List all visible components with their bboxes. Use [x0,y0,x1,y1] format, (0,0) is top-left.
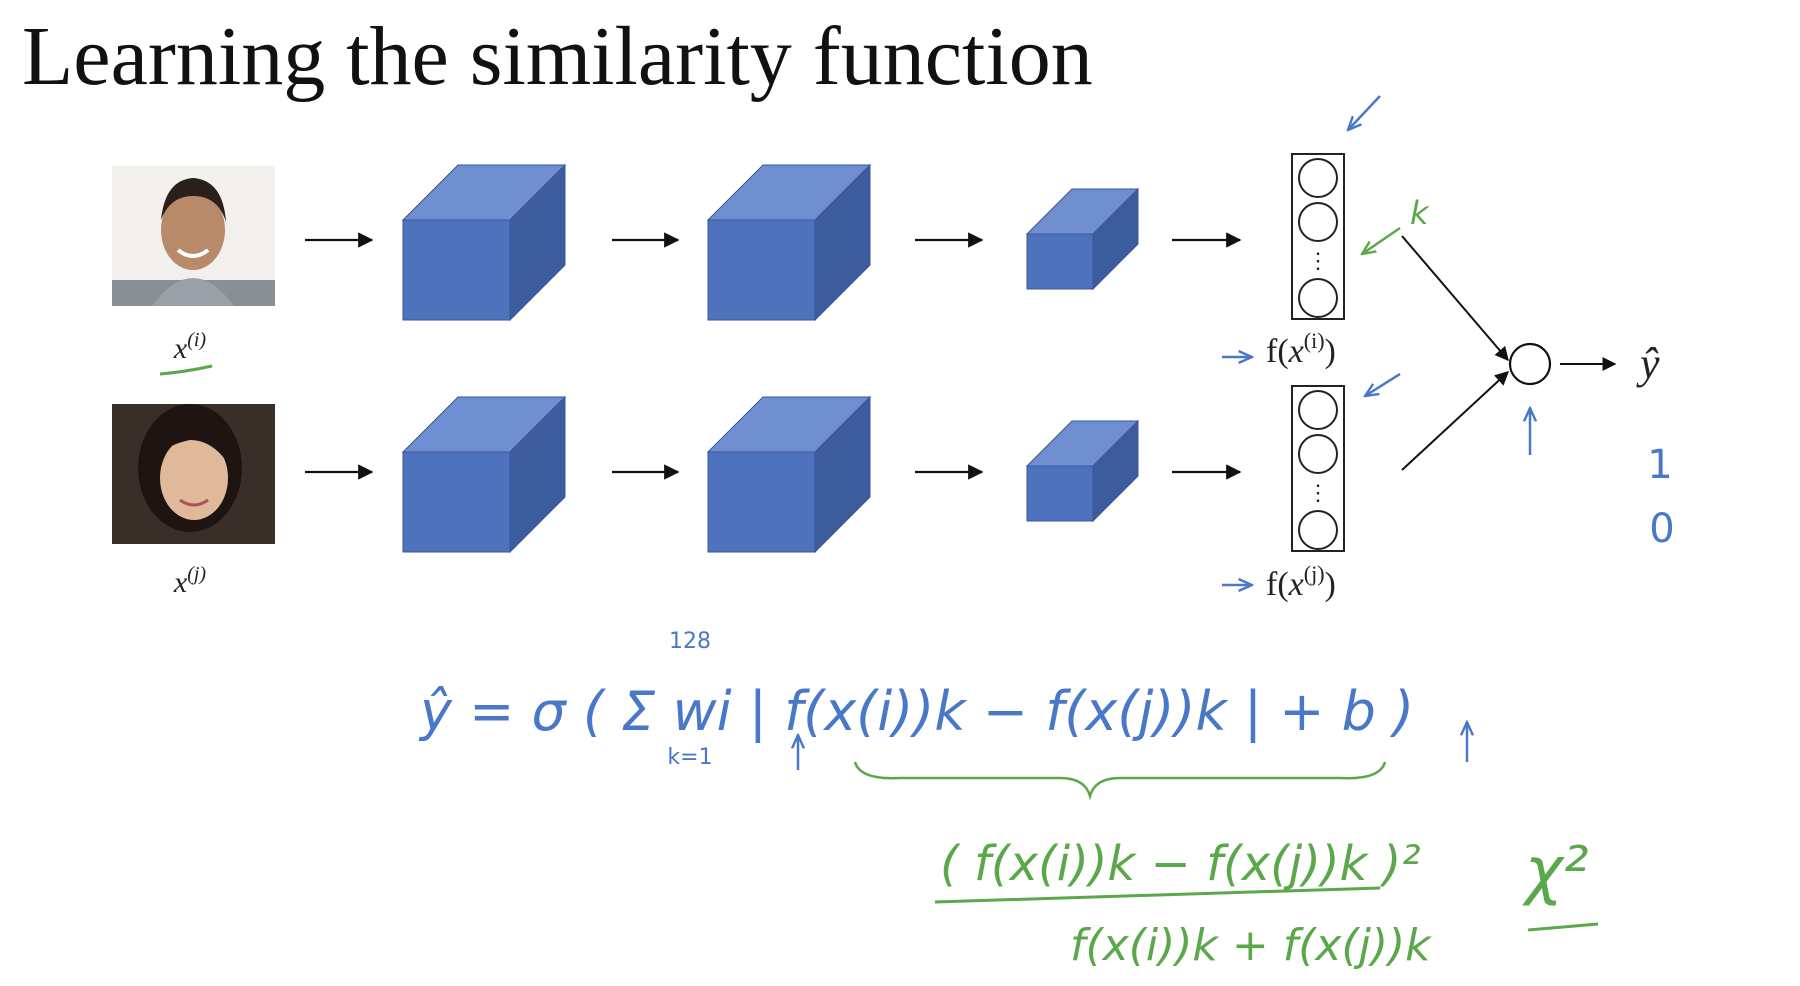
blue-arrow-mark [1365,372,1401,396]
formula-sum-lower: k=1 [667,745,712,770]
input-label-bottom: x(j) [173,563,207,599]
embedding-vector-top: ⋮ [1291,153,1345,320]
green-arrow-mark [1362,226,1401,254]
green-k-label: k [1410,194,1430,232]
chi-denominator: f(x(i))k + f(x(j))k [1070,920,1432,971]
conv-block-small-top [1025,187,1140,291]
svg-text:⋮: ⋮ [1307,480,1329,505]
embedding-label-top: f(x(i)) [1266,328,1336,370]
formula-sum-upper: 128 [669,629,711,654]
similarity-formula: 128 k=1 ŷ = σ ( Σ wi | f(x(i))k − f(x(j)… [418,629,1414,770]
conv-block-large-bottom [401,395,567,554]
output-value-zero: 0 [1649,506,1674,552]
embedding-label-bottom: f(x(j)) [1266,561,1336,603]
merge-line-top [1401,235,1509,362]
face-image-top [112,166,275,306]
slide-title: Learning the similarity function [22,10,1093,103]
chi-fraction-bar [934,886,1381,904]
chi-square-formula: ( f(x(i))k − f(x(j))k )² f(x(i))k + f(x(… [934,834,1599,971]
conv-block-small-bottom [1025,419,1140,523]
merge-line-bottom [1401,371,1510,471]
chi-underline [1527,922,1599,932]
input-label-top: x(i) [173,329,207,365]
formula-main: ŷ = σ ( Σ wi | f(x(i))k − f(x(j))k | + b… [418,680,1414,743]
svg-text:⋮: ⋮ [1307,248,1329,273]
green-underline-mark [159,364,213,376]
conv-block-large-bottom [706,395,872,554]
formula-underbrace [853,761,1387,801]
output-label: ŷ [1636,339,1660,388]
conv-block-large-top [706,163,872,322]
output-value-one: 1 [1647,442,1672,488]
blue-arrow-mark [1348,95,1381,130]
face-image-bottom [112,404,275,544]
chi-numerator: ( f(x(i))k − f(x(j))k )² [940,836,1421,892]
chi-symbol: χ² [1522,834,1589,908]
embedding-vector-bottom: ⋮ [1291,385,1345,552]
conv-block-large-top [401,163,567,322]
output-neuron [1508,342,1552,386]
